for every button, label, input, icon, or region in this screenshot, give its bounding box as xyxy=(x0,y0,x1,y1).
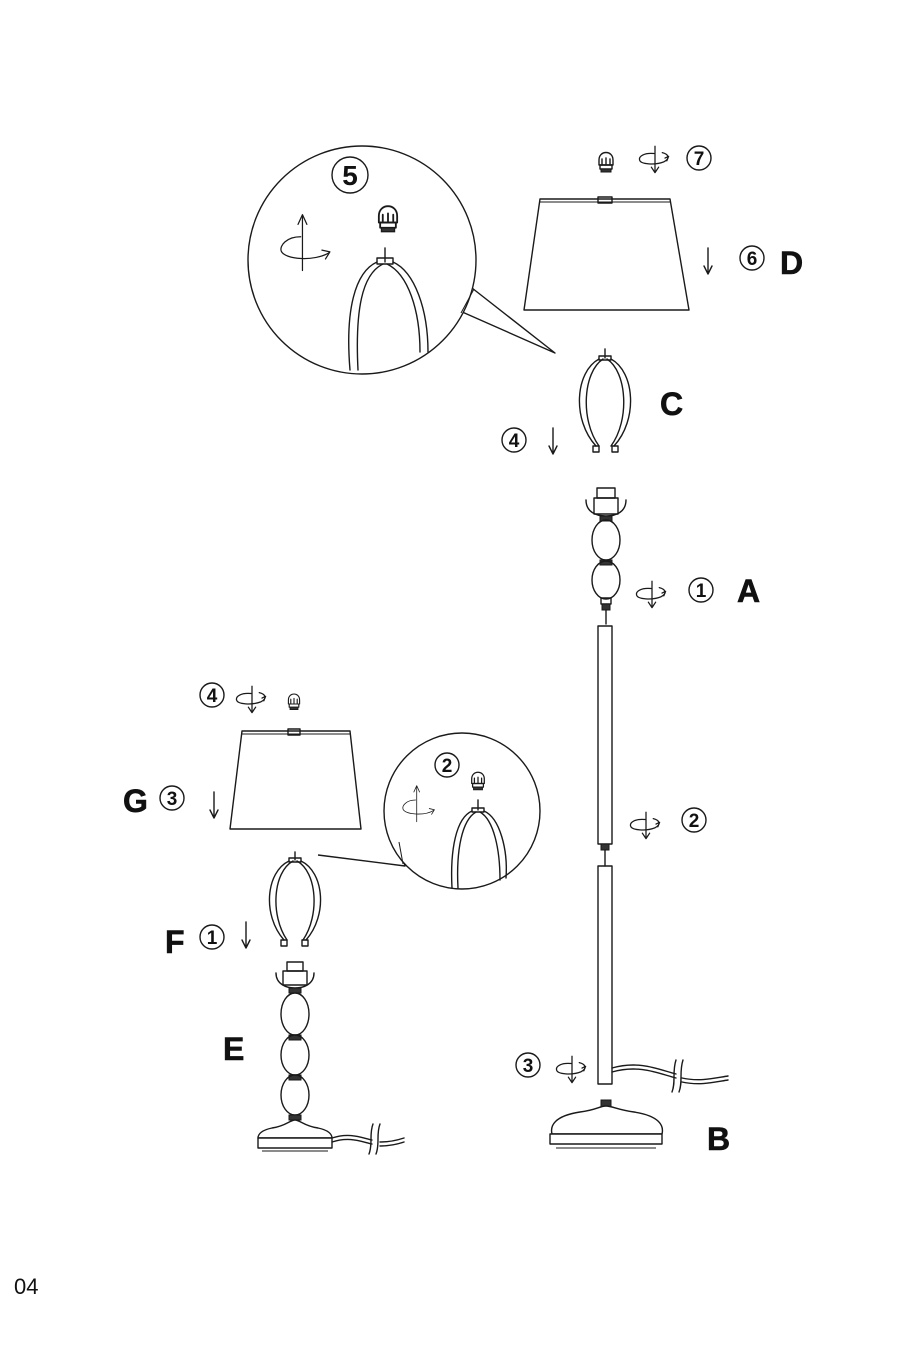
table-lampshade xyxy=(230,729,361,829)
step7-number: 7 xyxy=(694,149,705,170)
step5-number: 5 xyxy=(342,160,358,191)
label-G: G xyxy=(123,783,148,819)
table-lamp-body xyxy=(276,962,314,1120)
table-lamp-assembly: 4 G 3 2 xyxy=(123,683,540,1154)
table-step1-number: 1 xyxy=(207,928,218,949)
floor-power-cord xyxy=(612,1060,728,1092)
step6-circle: 6 xyxy=(740,246,764,270)
floor-finial-small xyxy=(599,153,613,173)
step6-number: 6 xyxy=(747,249,758,270)
upper-pole xyxy=(598,626,612,866)
table-lamp-base xyxy=(258,1120,332,1151)
label-A: A xyxy=(737,573,760,609)
table-power-cord xyxy=(332,1124,404,1154)
down-arrow-icon-step6 xyxy=(704,248,712,274)
twist-icon-step1 xyxy=(636,581,665,607)
step4-circle: 4 xyxy=(502,428,526,452)
step2-number: 2 xyxy=(689,811,700,832)
table-step1-circle: 1 xyxy=(200,925,224,949)
step7-circle: 7 xyxy=(687,146,711,170)
step2-circle: 2 xyxy=(682,808,706,832)
twist-icon-step3 xyxy=(556,1056,585,1082)
table-step2-number: 2 xyxy=(442,756,453,777)
table-step4-circle: 4 xyxy=(200,683,224,707)
floor-lampshade xyxy=(524,197,689,310)
detail-bubble-step5: 5 xyxy=(248,146,555,374)
step3-circle: 3 xyxy=(516,1053,540,1077)
floor-lamp-assembly: 7 6 D 5 xyxy=(248,146,803,1157)
lower-pole xyxy=(598,866,612,1084)
down-arrow-icon-step4 xyxy=(549,428,557,454)
floor-lamp-base xyxy=(550,1100,662,1148)
label-C: C xyxy=(660,386,683,422)
step1-number: 1 xyxy=(696,581,707,602)
table-down-arrow-icon-step1 xyxy=(242,922,250,948)
label-E: E xyxy=(223,1031,244,1067)
step3-number: 3 xyxy=(523,1056,534,1077)
label-D: D xyxy=(780,245,803,281)
table-step4-number: 4 xyxy=(207,686,218,707)
step4-number: 4 xyxy=(509,431,520,452)
table-step3-circle: 3 xyxy=(160,786,184,810)
table-step3-number: 3 xyxy=(167,789,178,810)
floor-twist-icon-step7 xyxy=(639,146,668,172)
twist-icon-step2 xyxy=(630,812,659,838)
step1-circle: 1 xyxy=(689,578,713,602)
table-down-arrow-icon-step3 xyxy=(210,792,218,818)
table-finial-small xyxy=(288,694,299,710)
label-B: B xyxy=(707,1121,730,1157)
floor-lamp-body xyxy=(586,488,626,624)
label-F: F xyxy=(165,924,185,960)
table-harp xyxy=(269,852,320,946)
table-twist-icon-step4 xyxy=(236,686,265,712)
page-number: 04 xyxy=(14,1274,38,1299)
floor-harp xyxy=(579,349,630,452)
